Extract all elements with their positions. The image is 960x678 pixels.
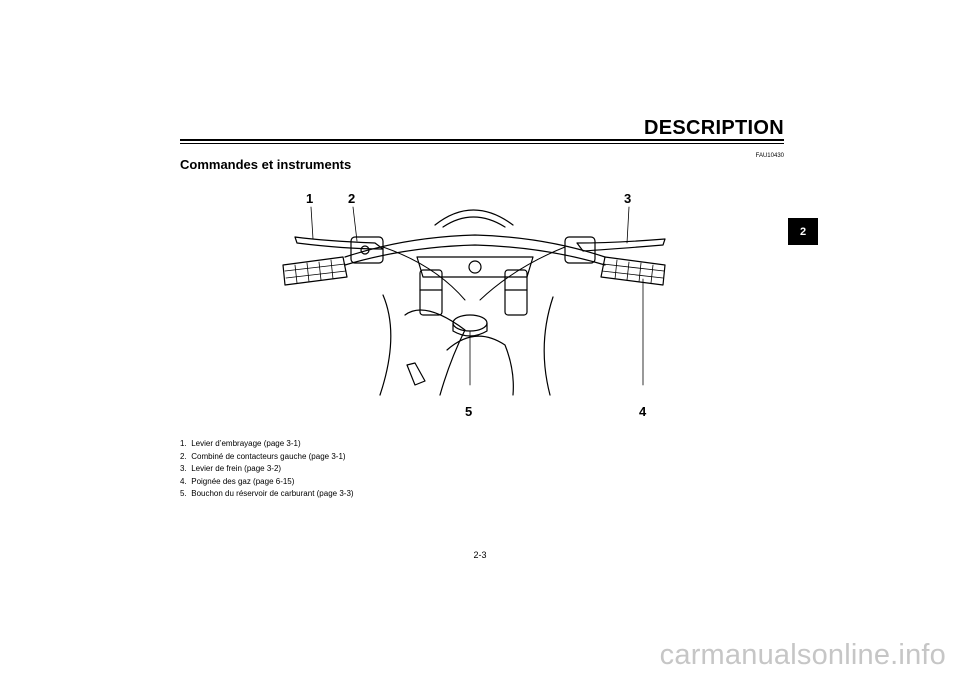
leader-line-3: [626, 206, 630, 244]
left-switch-button: [360, 245, 370, 255]
left-switch-housing: [350, 236, 384, 264]
legend-item: 1. Levier d’embrayage (page 3-1): [180, 438, 354, 451]
legend-item-number: 2.: [180, 451, 187, 461]
number-plate: [404, 309, 466, 396]
triple-clamp: [416, 256, 534, 278]
callout-4: 4: [639, 404, 647, 419]
number-plate-cutout: [406, 362, 426, 386]
handlebar-illustration: [282, 206, 666, 396]
chapter-tab: 2: [788, 218, 818, 245]
callout-5: 5: [465, 404, 473, 419]
legend-item-number: 1.: [180, 439, 187, 448]
top-cowl: [434, 209, 514, 226]
top-cowl-inner: [442, 216, 506, 228]
watermark: carmanualsonline.info: [659, 639, 946, 671]
legend-item-text: Bouchon du réservoir de carburant (page …: [191, 489, 354, 499]
legend-item-text: Combiné de contacteurs gauche (page 3-1): [191, 451, 346, 461]
section-title: DESCRIPTION: [644, 117, 784, 139]
number-plate-curve: [446, 335, 514, 396]
fork-tube-right: [504, 269, 528, 316]
throttle-cable: [479, 246, 566, 301]
legend-item-number: 5.: [180, 489, 187, 499]
callout-1: 1: [306, 191, 314, 206]
legend-item: 3. Levier de frein (page 3-2): [180, 463, 354, 476]
page-number: 2-3: [473, 550, 487, 560]
page-heading: Commandes et instruments: [180, 157, 352, 172]
leader-line-1: [310, 206, 314, 240]
leader-line-2: [352, 206, 358, 242]
legend-item-number: 3.: [180, 464, 187, 474]
legend-item-number: 4.: [180, 476, 187, 486]
brake-lever: [576, 238, 666, 252]
right-lever-housing: [564, 236, 596, 264]
legend-item-text: Levier d’embrayage (page 3-1): [191, 439, 301, 448]
header-rule-thick: [180, 139, 784, 141]
clutch-cable: [382, 246, 466, 301]
reference-code: FAU10430: [755, 153, 784, 159]
legend-list: 1. Levier d’embrayage (page 3-1) 2. Comb…: [180, 438, 354, 501]
front-fender: [379, 294, 392, 396]
clutch-lever: [294, 236, 384, 250]
callout-2: 2: [348, 191, 356, 206]
callout-3: 3: [624, 191, 632, 206]
left-grip: [282, 256, 348, 286]
right-grip: [600, 256, 666, 286]
steering-stem-nut: [468, 260, 482, 274]
legend-item: 5. Bouchon du réservoir de carburant (pa…: [180, 488, 354, 501]
legend-item-text: Levier de frein (page 3-2): [191, 464, 282, 474]
front-fender-right: [543, 296, 554, 396]
header-rule-thin: [180, 143, 784, 144]
fuel-tank-cap: [452, 314, 488, 332]
legend-item: 4. Poignée des gaz (page 6-15): [180, 476, 354, 489]
legend-item: 2. Combiné de contacteurs gauche (page 3…: [180, 451, 354, 464]
legend-item-text: Poignée des gaz (page 6-15): [191, 476, 295, 486]
